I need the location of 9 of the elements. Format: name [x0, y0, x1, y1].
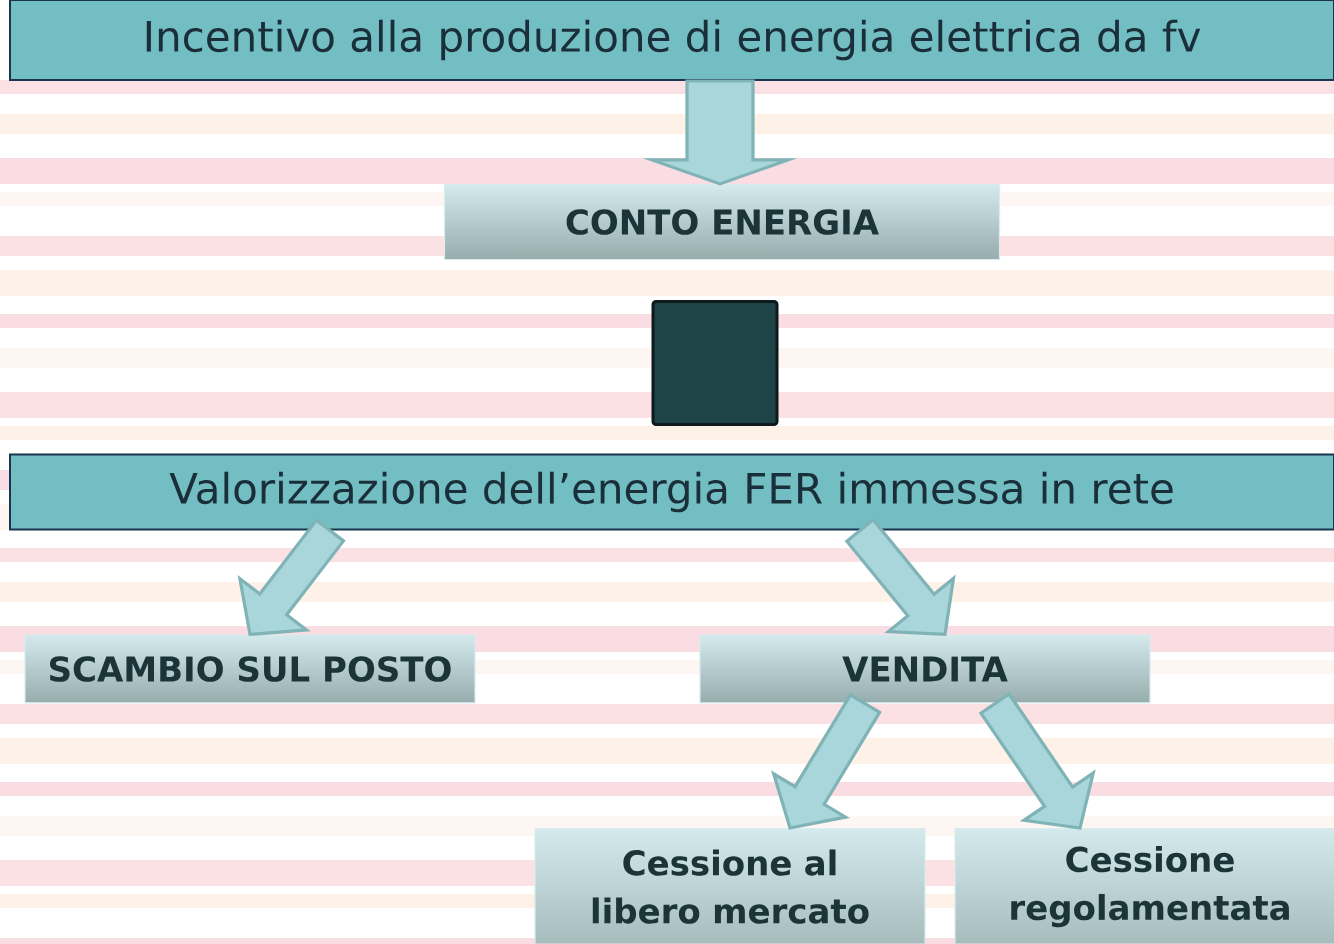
- block-arrow: [642, 79, 798, 186]
- process-box: Cessione regolamentata: [954, 828, 1334, 944]
- square-block: [651, 300, 779, 426]
- process-box: SCAMBIO SUL POSTO: [24, 634, 476, 704]
- title-bar: Incentivo alla produzione di energia elettrica da fv: [9, 0, 1334, 81]
- title-bar: Valorizzazione dell’energia FER immessa in rete: [9, 453, 1334, 531]
- process-box: VENDITA: [699, 634, 1151, 704]
- process-box: Cessione al libero mercato: [534, 828, 926, 944]
- process-box: CONTO ENERGIA: [443, 183, 1001, 261]
